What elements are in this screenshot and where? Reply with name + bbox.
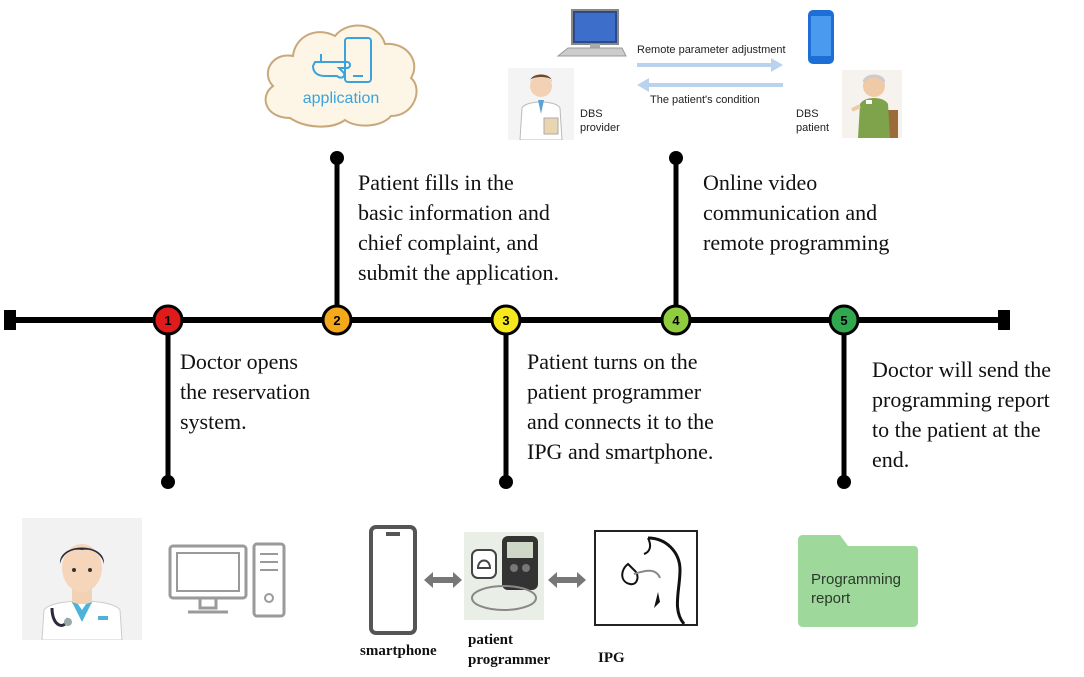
ipg-icon [594, 530, 698, 626]
patient-programmer-icon [464, 532, 544, 620]
node-2: 2 [321, 304, 353, 336]
patient-icon [842, 70, 902, 138]
smartphone-label: smartphone [360, 643, 437, 659]
monitor-icon [556, 9, 627, 57]
timeline-end-cap [998, 310, 1010, 330]
stem-4-end [669, 151, 683, 165]
timeline-start-cap [4, 310, 16, 330]
node-2-number: 2 [333, 313, 340, 328]
cloud-label: application [303, 90, 380, 107]
step-1-text: Doctor opens the reservation system. [180, 349, 311, 434]
stem-5-end [837, 475, 851, 489]
doctor-icon [508, 68, 574, 140]
left-arrow-icon [637, 78, 783, 92]
patient-condition-label: The patient's condition [650, 94, 760, 106]
patient-programmer-label: patient programmer [468, 632, 551, 668]
folder-icon [798, 535, 918, 627]
node-4: 4 [660, 304, 692, 336]
stem-1-end [161, 475, 175, 489]
remote-arrows [637, 58, 783, 92]
step-3-text: Patient turns on the patient programmer … [527, 349, 714, 464]
node-4-number: 4 [672, 313, 680, 328]
right-arrow-icon [637, 58, 783, 72]
node-3-number: 3 [502, 313, 509, 328]
cloud-icon: application [264, 24, 418, 128]
remote-adjust-label: Remote parameter adjustment [637, 44, 786, 56]
step-5-text: Doctor will send the programming report … [872, 357, 1052, 472]
smartphone-icon [369, 525, 417, 635]
bidirectional-arrow-right [548, 572, 586, 588]
phone-icon [808, 10, 834, 64]
report-label: Programming report [811, 571, 902, 607]
ipg-label: IPG [598, 650, 625, 666]
doctor-avatar-icon [22, 518, 142, 640]
node-1: 1 [152, 304, 184, 336]
dbs-provider-label: DBS provider [580, 108, 620, 134]
dbs-patient-label: DBS patient [796, 108, 830, 134]
node-5: 5 [828, 304, 860, 336]
stem-3-end [499, 475, 513, 489]
stem-2-end [330, 151, 344, 165]
node-1-number: 1 [164, 313, 171, 328]
step-4-text: Online video communication and remote pr… [703, 170, 890, 255]
step-2-text: Patient fills in the basic information a… [358, 170, 560, 285]
bidirectional-arrow-left [424, 572, 462, 588]
desktop-computer-icon [168, 542, 286, 618]
node-3: 3 [490, 304, 522, 336]
tap-phone-icon [311, 37, 372, 83]
node-5-number: 5 [840, 313, 847, 328]
